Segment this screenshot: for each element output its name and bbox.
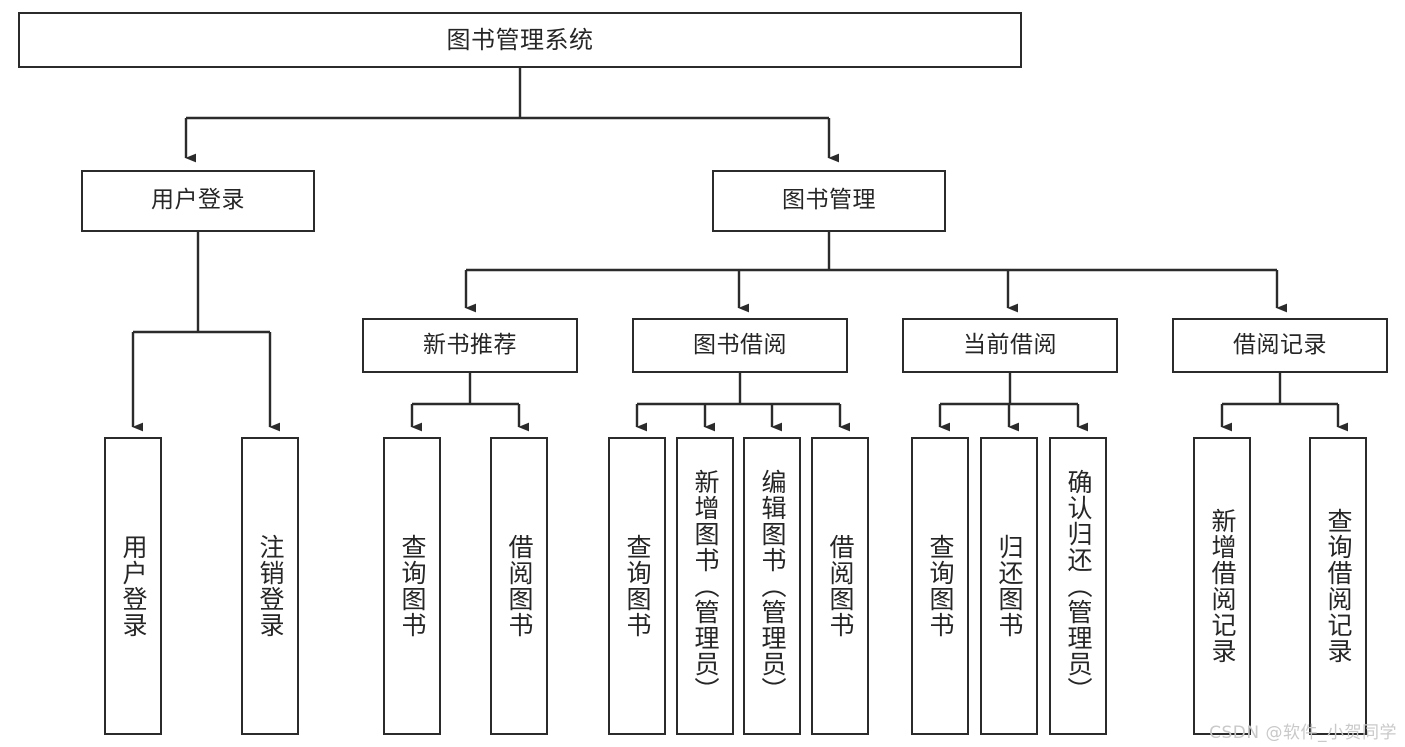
node-label: 新书推荐 [423, 331, 517, 358]
node-label: 查询图书 [398, 534, 427, 638]
node-leaf-query-book-3[interactable]: 查询图书 [911, 437, 969, 735]
node-label: 当前借阅 [963, 331, 1057, 358]
node-leaf-query-record[interactable]: 查询借阅记录 [1309, 437, 1367, 735]
node-label: 借阅图书 [826, 534, 855, 638]
node-leaf-logout-login[interactable]: 注销登录 [241, 437, 299, 735]
node-current-borrow[interactable]: 当前借阅 [902, 318, 1118, 373]
node-label: 借阅图书 [505, 534, 534, 638]
node-new-book-recommend[interactable]: 新书推荐 [362, 318, 578, 373]
node-label: 查询图书 [926, 534, 955, 638]
node-label: 图书借阅 [693, 331, 787, 358]
node-borrow-record[interactable]: 借阅记录 [1172, 318, 1388, 373]
node-leaf-query-book-2[interactable]: 查询图书 [608, 437, 666, 735]
node-label: 注销登录 [256, 534, 285, 638]
node-label: 借阅记录 [1233, 331, 1327, 358]
node-label: 编辑图书（管理员） [758, 469, 787, 703]
node-leaf-query-book-1[interactable]: 查询图书 [383, 437, 441, 735]
node-leaf-add-book[interactable]: 新增图书（管理员） [676, 437, 734, 735]
node-root-system[interactable]: 图书管理系统 [18, 12, 1022, 68]
node-book-borrow[interactable]: 图书借阅 [632, 318, 848, 373]
node-label: 确认归还（管理员） [1064, 469, 1093, 703]
node-leaf-edit-book[interactable]: 编辑图书（管理员） [743, 437, 801, 735]
node-label: 新增借阅记录 [1208, 508, 1237, 664]
node-user-login[interactable]: 用户登录 [81, 170, 315, 232]
node-book-management[interactable]: 图书管理 [712, 170, 946, 232]
node-label: 查询图书 [623, 534, 652, 638]
node-leaf-confirm-return[interactable]: 确认归还（管理员） [1049, 437, 1107, 735]
node-label: 用户登录 [119, 534, 148, 638]
node-label: 归还图书 [995, 534, 1024, 638]
node-label: 图书管理 [782, 187, 876, 214]
node-label: 新增图书（管理员） [691, 469, 720, 703]
node-label: 图书管理系统 [446, 25, 594, 54]
node-leaf-add-record[interactable]: 新增借阅记录 [1193, 437, 1251, 735]
node-label: 查询借阅记录 [1324, 508, 1353, 664]
node-leaf-user-login[interactable]: 用户登录 [104, 437, 162, 735]
node-leaf-borrow-book-2[interactable]: 借阅图书 [811, 437, 869, 735]
node-leaf-return-book[interactable]: 归还图书 [980, 437, 1038, 735]
node-leaf-borrow-book-1[interactable]: 借阅图书 [490, 437, 548, 735]
node-label: 用户登录 [151, 187, 245, 214]
watermark-text: CSDN @软件_小贺同学 [1209, 723, 1397, 743]
